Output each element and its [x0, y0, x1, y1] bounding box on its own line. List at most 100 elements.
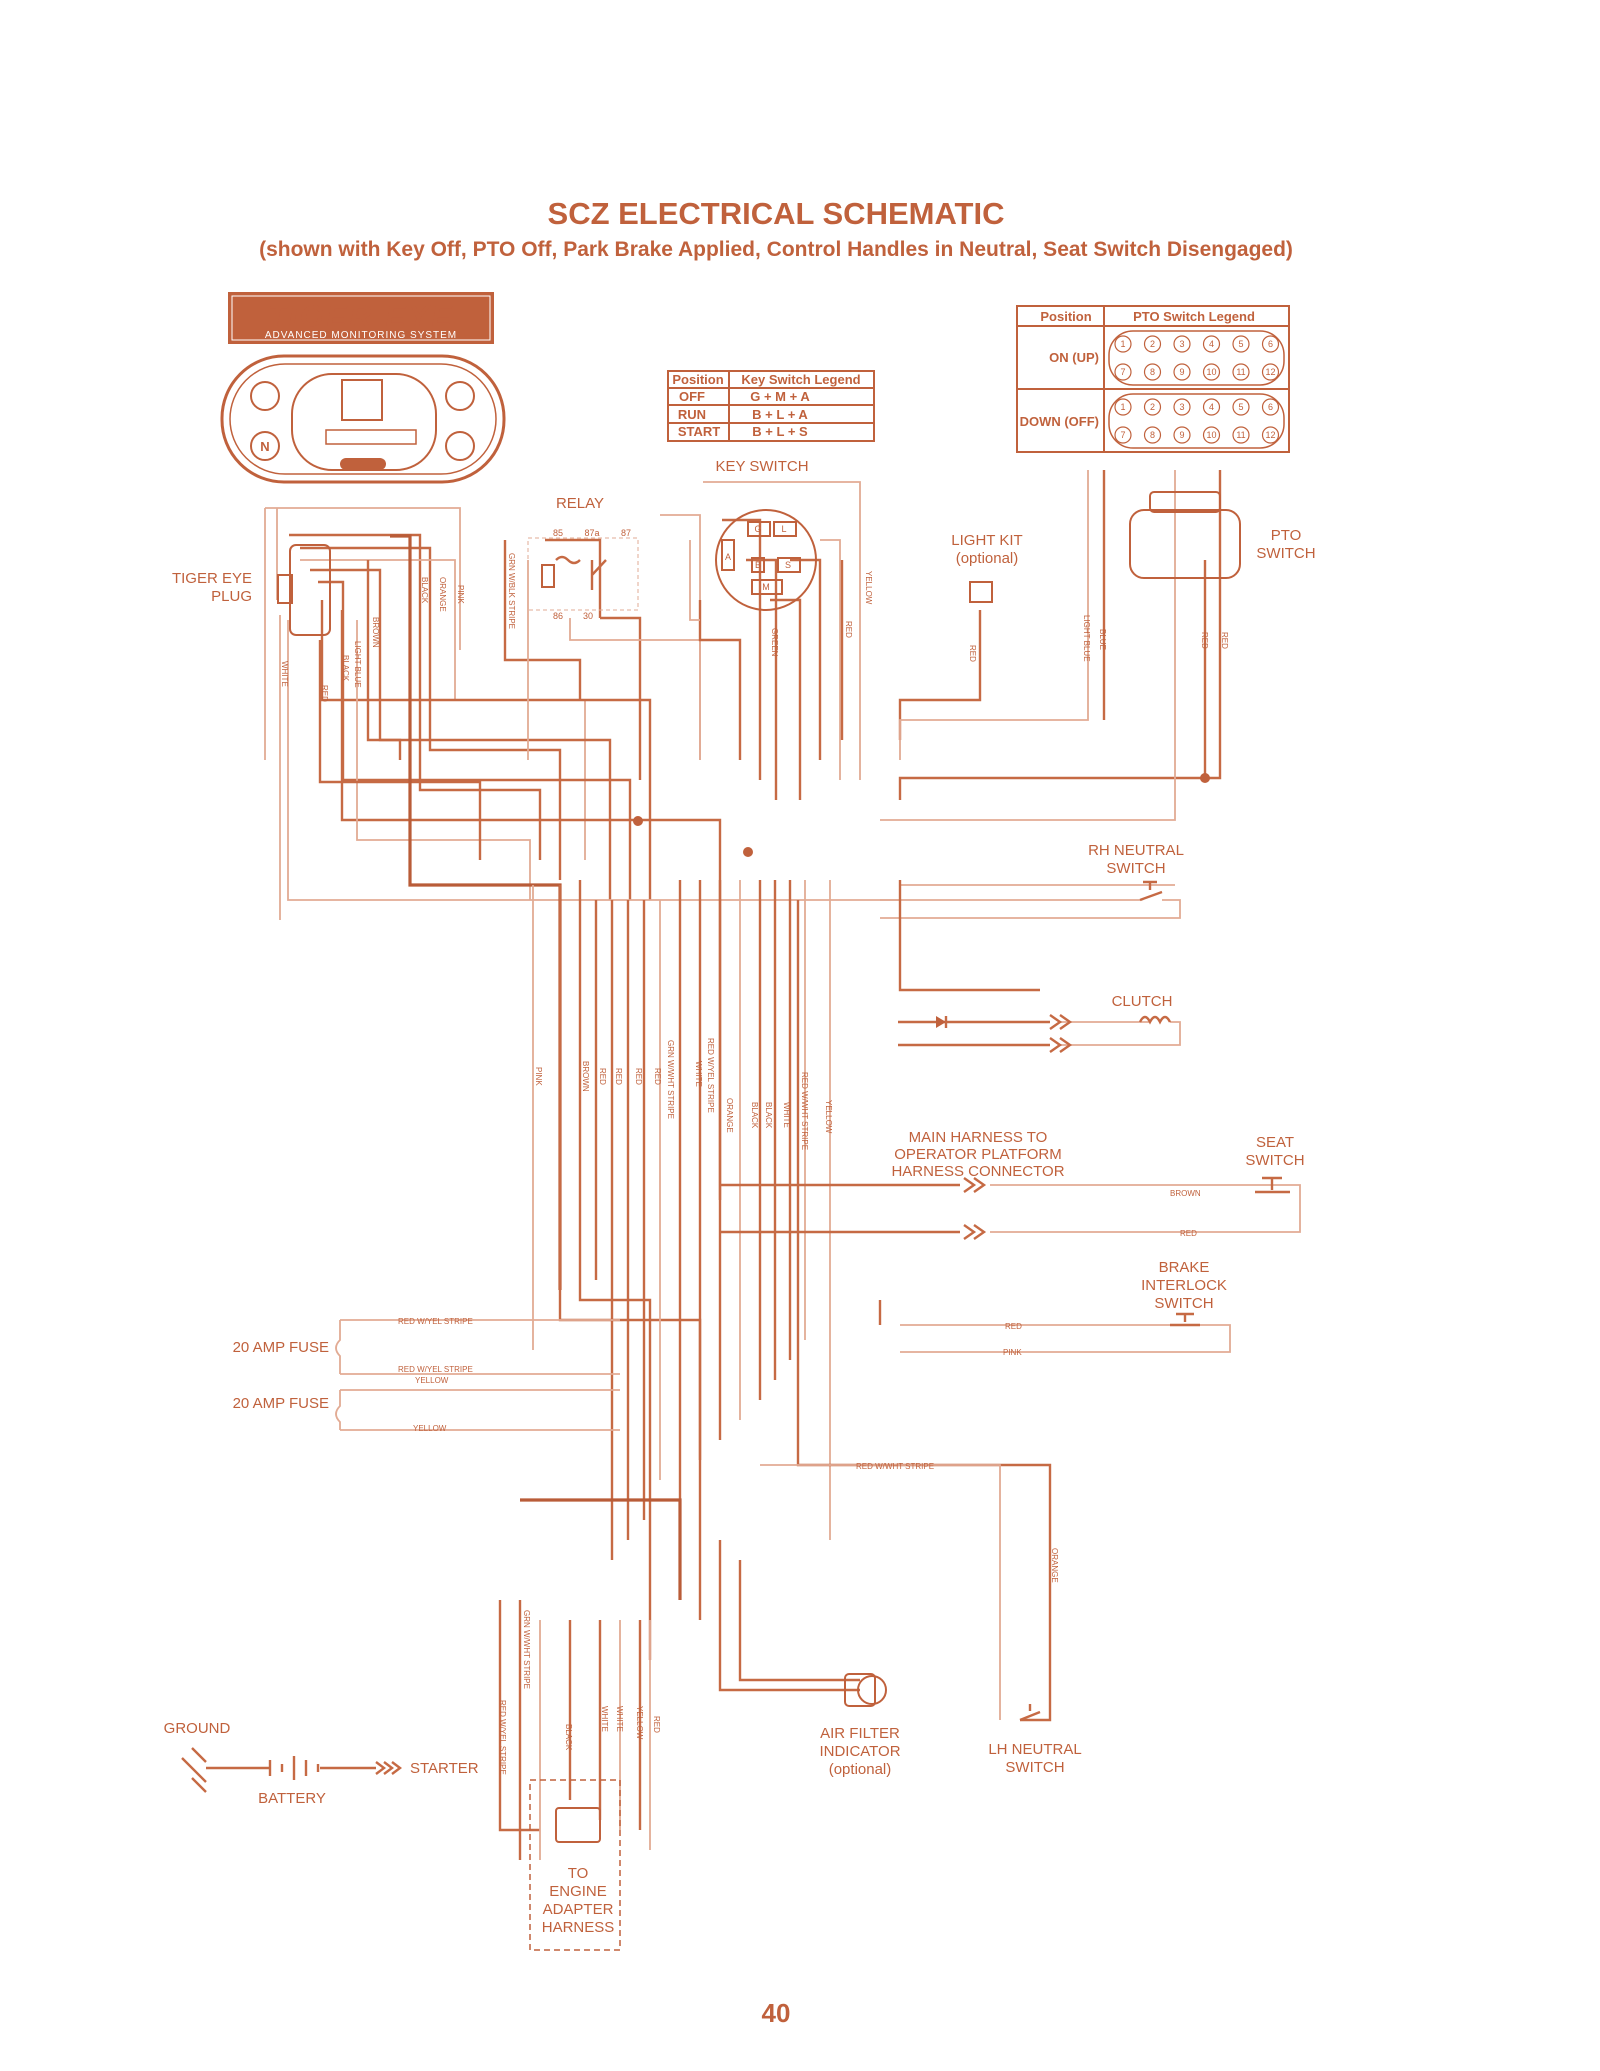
- pto-pin-number: 6: [1268, 402, 1273, 412]
- light-kit-label: LIGHT KIT: [951, 532, 1022, 549]
- wire-label-yellow-5: YELLOW: [635, 1706, 644, 1740]
- pto-pin-circle: [1202, 363, 1221, 381]
- wire-label-red-2: RED: [844, 621, 853, 638]
- wire-label-green-1: GREEN: [770, 628, 779, 657]
- pto-pin-circle: [1261, 363, 1280, 381]
- pto-pin-number: 9: [1179, 367, 1184, 377]
- pto-pin-number: 6: [1268, 339, 1273, 349]
- pto-pin-circle: [1232, 398, 1250, 416]
- wire-label-brown-2: BROWN: [581, 1061, 590, 1092]
- seat-switch-label-1: SEAT: [1256, 1134, 1294, 1151]
- wire-label-red-12: RED: [652, 1716, 661, 1733]
- relay-pin-87a: 87a: [584, 528, 599, 538]
- pto-pin-number: 2: [1150, 402, 1155, 412]
- pto-pin-number: 5: [1238, 402, 1243, 412]
- wire-label-black-4: BLACK: [764, 1102, 773, 1129]
- page-subtitle: (shown with Key Off, PTO Off, Park Brake…: [259, 238, 1293, 261]
- key-switch-symbol: [715, 509, 817, 611]
- ground-label: GROUND: [164, 1720, 231, 1737]
- wiring: [206, 470, 1301, 1860]
- clutch-label: CLUTCH: [1112, 993, 1173, 1010]
- wire-label-blue: BLUE: [1098, 629, 1107, 650]
- wire-label-red-wyel-3: RED W/YEL STRIPE: [398, 1365, 473, 1374]
- wire-label-red-3: RED: [968, 645, 977, 662]
- pto-pin-circle: [1114, 426, 1132, 444]
- pto-switch-label-1: PTO: [1271, 527, 1302, 544]
- svg-text:B + L + A: B + L + A: [752, 407, 808, 422]
- wire-label-yellow-3: YELLOW: [415, 1376, 449, 1385]
- pto-pin-circle: [1143, 426, 1162, 444]
- key-terminal-a: A: [725, 552, 731, 562]
- wire-label-orange-1: ORANGE: [438, 577, 447, 612]
- pto-switch-label-2: SWITCH: [1256, 545, 1315, 562]
- tiger-eye-plug: [277, 544, 331, 636]
- engine-adapter-label-2: ENGINE: [549, 1883, 607, 1900]
- rh-neutral-label-2: SWITCH: [1106, 860, 1165, 877]
- pto-pin-circle: [1202, 398, 1221, 416]
- pto-pin-circle: [1173, 398, 1191, 416]
- wire-label-red-wyel-4: RED W/YEL STRIPE: [498, 1700, 507, 1775]
- wire-label-brown-1: BROWN: [371, 617, 380, 648]
- clutch-symbol: [936, 1015, 1172, 1028]
- pto-pin-number: 10: [1206, 430, 1216, 440]
- wire-label-red-10: RED: [1180, 1229, 1197, 1238]
- fuse-2-label: 20 AMP FUSE: [233, 1395, 329, 1412]
- svg-text:PTO Switch Legend: PTO Switch Legend: [1133, 309, 1255, 324]
- pto-pin-number: 4: [1209, 402, 1214, 412]
- lh-neutral-label-2: SWITCH: [1005, 1759, 1064, 1776]
- battery-label: BATTERY: [258, 1790, 326, 1807]
- key-terminal-s: S: [785, 560, 791, 570]
- pto-pin-circle: [1202, 335, 1221, 353]
- rh-neutral-label-1: RH NEUTRAL: [1088, 842, 1184, 859]
- relay-label: RELAY: [556, 495, 604, 512]
- pto-pin-circle: [1114, 335, 1132, 353]
- engine-adapter-symbol: [529, 1779, 621, 1951]
- wire-label-red-wwht-2: RED W/WHT STRIPE: [856, 1462, 934, 1471]
- page-title: SCZ ELECTRICAL SCHEMATIC: [548, 196, 1005, 231]
- pto-pin-circle: [1232, 363, 1250, 381]
- air-filter-label-1: AIR FILTER: [820, 1725, 900, 1742]
- pto-switch-legend: Position PTO Switch Legend ON (UP) DOWN …: [1016, 305, 1290, 453]
- wire-label-grn-wblk: GRN W/BLK STRIPE: [507, 553, 516, 629]
- pto-pin-number: 7: [1120, 367, 1125, 377]
- ground-symbol: [181, 1747, 207, 1793]
- svg-text:DOWN (OFF): DOWN (OFF): [1020, 414, 1099, 429]
- pto-pin-number: 8: [1150, 367, 1155, 377]
- key-terminal-m: M: [762, 582, 770, 592]
- pto-pin-circle: [1143, 335, 1162, 353]
- wire-label-yellow-4: YELLOW: [413, 1424, 447, 1433]
- pto-pin-number: 2: [1150, 339, 1155, 349]
- svg-text:ON (UP): ON (UP): [1049, 350, 1099, 365]
- relay-pin-85: 85: [553, 528, 563, 538]
- pto-pin-number: 1: [1120, 339, 1125, 349]
- tiger-eye-plug-label-2: PLUG: [211, 588, 252, 605]
- wire-label-black-5: BLACK: [564, 1724, 573, 1751]
- engine-adapter-label-1: TO: [568, 1865, 589, 1882]
- rh-neutral-switch-symbol: [1139, 880, 1163, 902]
- brake-interlock-label-3: SWITCH: [1154, 1295, 1213, 1312]
- wire-label-red-9: RED: [653, 1068, 662, 1085]
- wire-label-red-wyel-2: RED W/YEL STRIPE: [398, 1317, 473, 1326]
- wire-label-light-blue-1: LIGHT BLUE: [353, 641, 362, 688]
- wire-label-red-5: RED: [1220, 632, 1229, 649]
- svg-text:Key Switch Legend: Key Switch Legend: [741, 372, 860, 387]
- brake-interlock-label-1: BRAKE: [1159, 1259, 1210, 1276]
- pto-pin-circle: [1202, 426, 1221, 444]
- light-kit-connector: [969, 581, 993, 603]
- pto-pin-number: 1: [1120, 402, 1125, 412]
- seat-switch-symbol: [1255, 1176, 1290, 1194]
- pto-pin-number: 12: [1265, 367, 1275, 377]
- pto-pin-number: 7: [1120, 430, 1125, 440]
- lh-neutral-label-1: LH NEUTRAL: [988, 1741, 1081, 1758]
- starter-label: STARTER: [410, 1760, 479, 1777]
- wire-label-red-4: RED: [1200, 632, 1209, 649]
- wire-label-red-wwht-1: RED W/WHT STRIPE: [800, 1072, 809, 1150]
- light-kit-note: (optional): [956, 550, 1019, 567]
